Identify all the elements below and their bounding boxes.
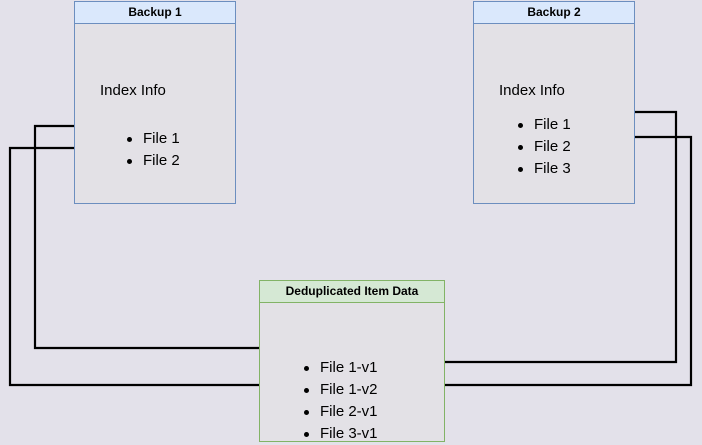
backup-1-body: Index Info File 1 File 2 <box>75 24 235 203</box>
backup-1-box[interactable]: Backup 1 Index Info File 1 File 2 <box>74 1 236 204</box>
list-item: File 2 <box>127 150 180 172</box>
file-label: File 2-v1 <box>320 403 378 420</box>
deduplicated-item-data-box[interactable]: Deduplicated Item Data File 1-v1 File 1-… <box>259 280 445 442</box>
file-label: File 1 <box>143 130 180 147</box>
backup-1-file-list: File 1 File 2 <box>127 128 180 172</box>
bullet-icon <box>127 159 132 164</box>
file-label: File 1-v2 <box>320 381 378 398</box>
list-item: File 1-v1 <box>304 357 378 379</box>
backup-2-box[interactable]: Backup 2 Index Info File 1 File 2 File 3 <box>473 1 635 204</box>
list-item: File 3-v1 <box>304 423 378 445</box>
file-label: File 1-v1 <box>320 359 378 376</box>
backup-2-title: Backup 2 <box>474 2 634 24</box>
deduplicated-item-data-title: Deduplicated Item Data <box>260 281 444 303</box>
backup-1-title: Backup 1 <box>75 2 235 24</box>
backup-1-index-info-label: Index Info <box>100 82 166 99</box>
list-item: File 1 <box>127 128 180 150</box>
deduplicated-file-list: File 1-v1 File 1-v2 File 2-v1 File 3-v1 <box>304 357 378 445</box>
backup-2-index-info-label: Index Info <box>499 82 565 99</box>
backup-2-file-list: File 1 File 2 File 3 <box>518 114 571 180</box>
list-item: File 1-v2 <box>304 379 378 401</box>
bullet-icon <box>304 388 309 393</box>
list-item: File 3 <box>518 158 571 180</box>
bullet-icon <box>127 137 132 142</box>
file-label: File 3-v1 <box>320 425 378 442</box>
list-item: File 2 <box>518 136 571 158</box>
file-label: File 2 <box>534 138 571 155</box>
bullet-icon <box>304 432 309 437</box>
file-label: File 1 <box>534 116 571 133</box>
bullet-icon <box>518 123 523 128</box>
deduplicated-item-data-body: File 1-v1 File 1-v2 File 2-v1 File 3-v1 <box>260 303 444 442</box>
bullet-icon <box>304 366 309 371</box>
list-item: File 1 <box>518 114 571 136</box>
file-label: File 3 <box>534 160 571 177</box>
backup-2-body: Index Info File 1 File 2 File 3 <box>474 24 634 203</box>
bullet-icon <box>518 145 523 150</box>
bullet-icon <box>304 410 309 415</box>
list-item: File 2-v1 <box>304 401 378 423</box>
file-label: File 2 <box>143 152 180 169</box>
bullet-icon <box>518 167 523 172</box>
